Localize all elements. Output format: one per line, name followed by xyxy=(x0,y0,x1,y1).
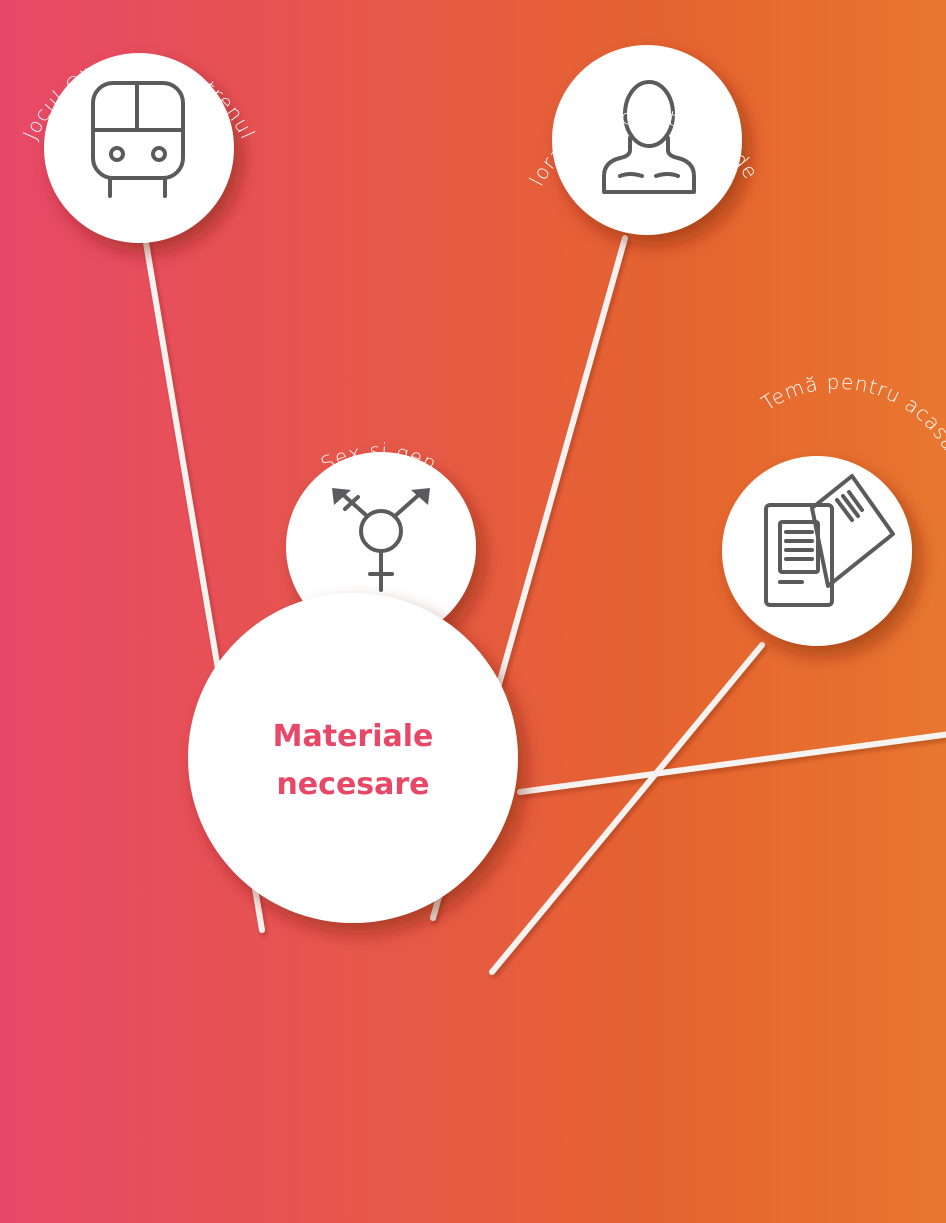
train-icon xyxy=(91,81,185,198)
node-train-game[interactable]: Jocul Călătorie cu trenul xyxy=(18,53,260,243)
hub-node[interactable]: Materiale necesare xyxy=(188,593,518,923)
hub-label-line1: Materiale xyxy=(273,719,434,754)
hub-label-line2: necesare xyxy=(276,767,429,802)
node-homework-label: Temă pentru acasă xyxy=(757,370,946,456)
documents-icon xyxy=(764,474,895,607)
transgender-symbol-icon xyxy=(332,488,430,592)
person-icon xyxy=(602,80,696,194)
connector-homework xyxy=(489,642,765,975)
node-homework[interactable]: Temă pentru acasă xyxy=(722,370,946,646)
hub-circle xyxy=(188,593,518,923)
connector-offscreen-right xyxy=(517,731,946,795)
